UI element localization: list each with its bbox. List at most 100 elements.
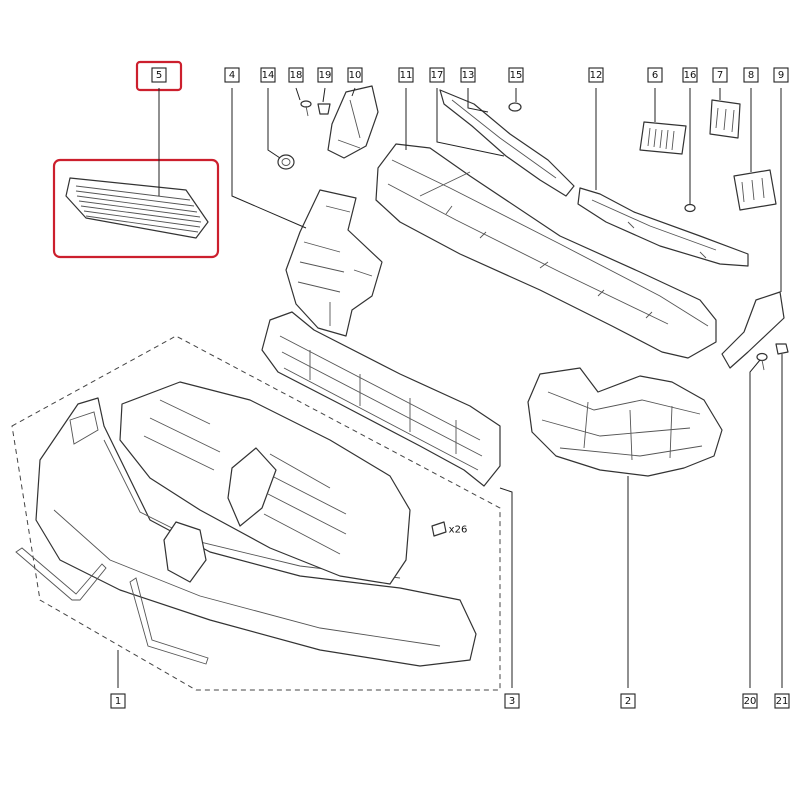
callout-16[interactable]: 16 [682,67,698,83]
callout-number: 12 [590,70,603,81]
callout-number: 14 [262,70,275,81]
part-1-trim-strip-right[interactable] [129,577,209,665]
callout-1[interactable]: 1 [110,693,126,709]
leader-line-10 [351,87,356,97]
part-15-nut[interactable] [508,102,522,112]
callout-box [647,67,663,83]
callout-box [508,67,524,83]
callout-10[interactable]: 10 [347,67,363,83]
callout-box [110,693,126,709]
callout-number: 7 [717,70,723,81]
callout-number: 21 [776,696,789,707]
callout-14[interactable]: 14 [260,67,276,83]
callout-box [460,67,476,83]
callout-number: 2 [625,696,631,707]
callout-box [620,693,636,709]
part-5-highlight-frame [52,158,220,259]
callout-box [712,67,728,83]
callout-number: 1 [115,696,121,707]
callout-18[interactable]: 18 [288,67,304,83]
callout-9[interactable]: 9 [773,67,789,83]
callout-7[interactable]: 7 [712,67,728,83]
callout-box [773,67,789,83]
callout-box [743,67,759,83]
part-2-bumper-bracket[interactable] [527,367,723,477]
callout-19[interactable]: 19 [317,67,333,83]
leader-line-3 [499,487,513,688]
callout-15[interactable]: 15 [508,67,524,83]
part-14-grommet[interactable] [277,154,295,170]
callout-box [347,67,363,83]
callout-box [429,67,445,83]
callout-box [224,67,240,83]
callout-2[interactable]: 2 [620,693,636,709]
callout-number: 11 [400,70,413,81]
callout-box [682,67,698,83]
leader-line-20 [749,359,761,688]
part-1-trim-strip-left[interactable] [15,547,107,601]
part-18-screw[interactable] [300,100,312,117]
callout-number: 4 [229,70,235,81]
part-21-nut[interactable] [775,343,789,355]
part-6-vent-grille[interactable] [639,121,687,155]
leader-line-18 [295,87,301,101]
callout-13[interactable]: 13 [460,67,476,83]
part-11-scuttle-panel[interactable] [375,143,717,359]
part-20-screw[interactable] [756,352,768,371]
callout-number: 6 [652,70,658,81]
callout-number: 17 [431,70,444,81]
part-1-bumper-cover[interactable] [35,397,477,667]
callout-number: 3 [509,696,515,707]
callout-number: 9 [778,70,784,81]
callout-box [742,693,758,709]
callout-5[interactable]: 5 [151,67,167,83]
leader-line-13 [467,88,489,113]
part-16-nut[interactable] [684,203,696,213]
callout-box [151,67,167,83]
callout-21[interactable]: 21 [774,693,790,709]
kit-outline-1 [11,335,501,691]
callout-8[interactable]: 8 [743,67,759,83]
callout-11[interactable]: 11 [398,67,414,83]
part-13-cowl-strip[interactable] [439,89,575,197]
callout-box [288,67,304,83]
leader-line-4 [231,88,307,229]
part-12-cowl-strip[interactable] [577,187,749,267]
clip-quantity-label: x26 [449,525,468,536]
leader-line-14 [267,88,281,159]
callout-4[interactable]: 4 [224,67,240,83]
part-3-cross-member[interactable] [261,311,501,487]
callout-box [317,67,333,83]
part-3-grille-frame[interactable] [119,381,411,585]
callout-box [588,67,604,83]
part-4-left-bracket[interactable] [285,189,383,337]
callout-box [504,693,520,709]
leader-line-19 [322,87,326,103]
callout-12[interactable]: 12 [588,67,604,83]
callout-number: 15 [510,70,523,81]
callout-number: 16 [684,70,697,81]
callout-6[interactable]: 6 [647,67,663,83]
callout-number: 10 [349,70,362,81]
clip-icon[interactable]: x26 [431,521,468,537]
callout-number: 20 [744,696,757,707]
part-10-bracket[interactable] [327,85,379,159]
callout-number: 13 [462,70,475,81]
callout-number: 8 [748,70,754,81]
callout-box [774,693,790,709]
part-19-clip[interactable] [317,103,331,115]
callout-number: 18 [290,70,303,81]
callout-20[interactable]: 20 [742,693,758,709]
callout-3[interactable]: 3 [504,693,520,709]
part-9-side-bracket[interactable] [721,291,785,369]
leader-lines [117,87,783,688]
callout-17[interactable]: 17 [429,67,445,83]
part-7-vent[interactable] [709,99,741,139]
callout-number: 5 [156,70,162,81]
part-8-vent[interactable] [733,169,777,211]
callout-box [260,67,276,83]
part-5-grille-insert[interactable] [65,177,209,239]
leader-line-17 [436,88,505,157]
